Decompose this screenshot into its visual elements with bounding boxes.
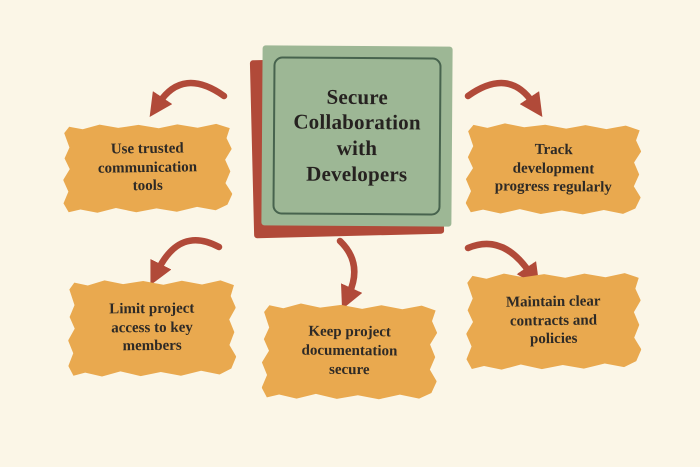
- note-documentation-secure: Keep project documentation secure: [262, 302, 438, 401]
- note-contracts-policies-label: Maintain clear contracts and policies: [505, 293, 601, 348]
- note-documentation-secure-label: Keep project documentation secure: [301, 324, 398, 379]
- arrow-to-top-right-icon: [464, 79, 543, 118]
- arrow-to-top-left-icon: [149, 79, 228, 118]
- center-card: Secure Collaboration with Developers: [261, 45, 453, 227]
- note-track-progress: Track development progress regularly: [466, 122, 642, 216]
- note-track-progress-label: Track development progress regularly: [494, 141, 612, 196]
- card-inner-border: Secure Collaboration with Developers: [272, 56, 442, 216]
- center-title: Secure Collaboration with Developers: [293, 84, 421, 186]
- note-limit-access-label: Limit project access to key members: [109, 300, 195, 355]
- note-limit-access: Limit project access to key members: [68, 278, 237, 377]
- note-communication-tools: Use trusted communication tools: [62, 122, 232, 214]
- arrow-to-bottom-right-icon: [464, 240, 540, 288]
- arrow-to-bottom-center-icon: [336, 237, 363, 310]
- note-contracts-policies: Maintain clear contracts and policies: [465, 271, 641, 371]
- arrow-to-bottom-left-icon: [150, 237, 223, 286]
- note-communication-tools-label: Use trusted communication tools: [97, 140, 198, 195]
